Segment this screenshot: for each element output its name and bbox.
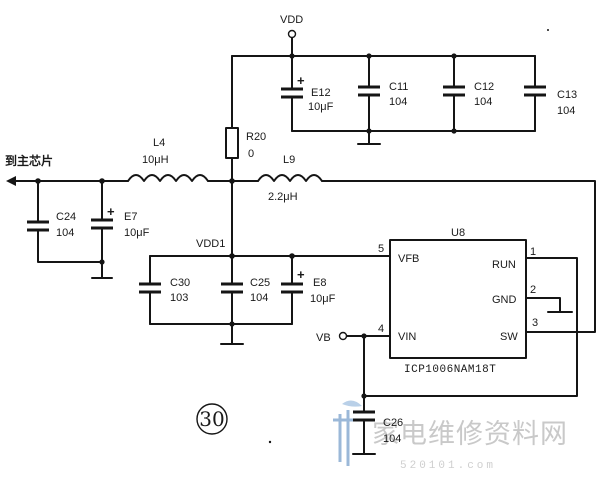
- vdd1-label: VDD1: [196, 238, 225, 250]
- resistor-r20: R20 0: [225, 55, 266, 182]
- pin5-name: VFB: [398, 253, 419, 265]
- c30-value: 103: [170, 292, 188, 304]
- c25-value: 104: [250, 292, 268, 304]
- vb-input: VB: [316, 331, 391, 413]
- c30-ref: C30: [170, 277, 190, 289]
- e7-value: 10μF: [124, 227, 150, 239]
- pin1-name: RUN: [492, 259, 516, 271]
- c24-ref: C24: [56, 211, 76, 223]
- e7-ref: E7: [124, 211, 137, 223]
- svg-text:+: +: [297, 73, 305, 88]
- watermark-logo: [333, 400, 362, 466]
- capacitor-c26: C26 104: [352, 410, 403, 455]
- r20-value: 0: [248, 148, 254, 160]
- pin4-name: VIN: [398, 331, 416, 343]
- figure-number-text: 30: [199, 407, 224, 431]
- c26-value: 104: [383, 433, 401, 445]
- capacitor-c24: C24 104: [27, 180, 103, 263]
- ic-part-number: ICP1006NAM18T: [404, 364, 496, 376]
- capacitor-e12: + E12 10μF: [281, 55, 334, 132]
- l4-value: 10μH: [142, 154, 169, 166]
- pin3-num: 3: [532, 317, 538, 329]
- pin5-num: 5: [378, 243, 384, 255]
- vdd-terminal: [287, 29, 297, 39]
- c11-ref: C11: [389, 81, 408, 93]
- pin2-name: GND: [492, 294, 517, 306]
- pin1-num: 1: [530, 246, 536, 258]
- e8-value: 10μF: [310, 293, 336, 305]
- c26-ref: C26: [383, 417, 403, 429]
- l9-value: 2.2μH: [268, 191, 298, 203]
- capacitor-c25: C25 104: [221, 255, 270, 325]
- r20-ref: R20: [246, 131, 266, 143]
- svg-text:+: +: [107, 204, 115, 219]
- ic-ref: U8: [451, 227, 465, 239]
- vdd-rail: VDD: [231, 14, 536, 145]
- vb-terminal: [338, 331, 348, 341]
- watermark-text: 家电维修资料网: [372, 419, 568, 450]
- c25-ref: C25: [250, 277, 270, 289]
- capacitor-c30: C30 103: [139, 255, 190, 325]
- e8-ref: E8: [313, 277, 326, 289]
- c12-value: 104: [474, 96, 492, 108]
- e12-value: 10μF: [308, 101, 334, 113]
- ic-u8: U8 ICP1006NAM18T 5 VFB 4 VIN 1 RUN 2 GND…: [363, 227, 578, 397]
- l4-ref: L4: [153, 137, 165, 149]
- c13-ref: C13: [557, 89, 577, 101]
- c13-value: 104: [557, 105, 575, 117]
- vdd-label: VDD: [280, 14, 303, 26]
- pin3-name: SW: [500, 331, 518, 343]
- pin2-num: 2: [530, 284, 536, 296]
- capacitor-c13: C13 104: [524, 55, 577, 132]
- e12-ref: E12: [311, 87, 331, 99]
- c24-value: 104: [56, 227, 74, 239]
- capacitor-c11: C11 104: [358, 55, 408, 132]
- c11-value: 104: [389, 96, 407, 108]
- watermark: 家电维修资料网 520101.com: [333, 400, 568, 472]
- svg-text:+: +: [297, 267, 305, 282]
- to-main-chip-label: 到主芯片: [5, 153, 53, 168]
- capacitor-e8: + E8 10μF: [281, 255, 336, 325]
- capacitor-c12: C12 104: [443, 55, 494, 132]
- figure-number: 30: [196, 403, 228, 435]
- l9-ref: L9: [283, 154, 295, 166]
- vdd1-node: VDD1: [149, 180, 391, 345]
- pin4-num: 4: [378, 323, 384, 335]
- vb-label: VB: [316, 332, 331, 344]
- c12-ref: C12: [474, 81, 494, 93]
- watermark-url: 520101.com: [400, 460, 496, 472]
- capacitor-e7: + E7 10μF: [91, 180, 150, 279]
